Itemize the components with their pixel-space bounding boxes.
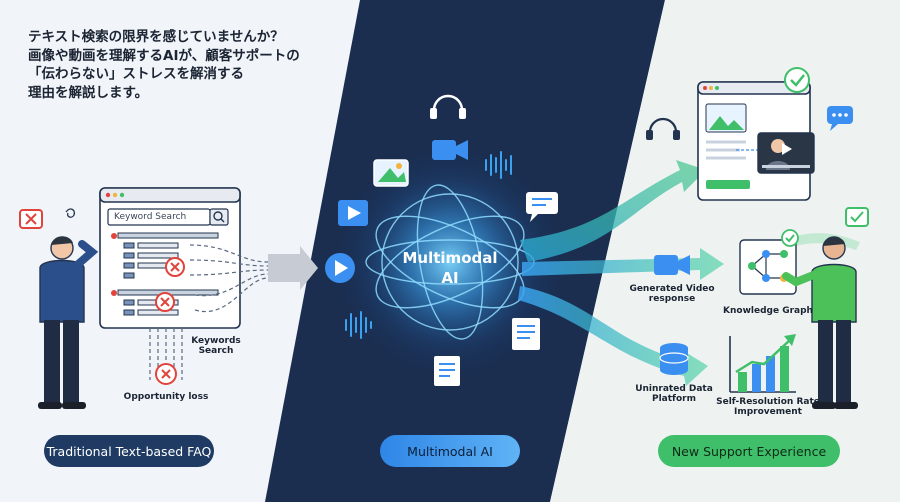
chat-bubble-icon <box>827 106 853 131</box>
image-icon <box>373 159 409 187</box>
ai-glow <box>330 142 570 382</box>
multimodal-ai-core-label: Multimodal AI <box>402 249 498 287</box>
dashed-flow-lines <box>149 244 269 380</box>
chat-icon <box>526 192 558 222</box>
multimodal-ai-pill: Multimodal AI <box>380 435 520 467</box>
document-icon <box>512 318 540 350</box>
headline: テキスト検索の限界を感じていませんか？ 画像や動画を理解するAIが、顧客サポート… <box>28 28 338 102</box>
headline-line: 画像や動画を理解するAIが、顧客サポートの <box>28 47 300 64</box>
new-support-experience-pill: New Support Experience <box>658 435 840 467</box>
flow-arrow-top <box>520 160 706 262</box>
opportunity-loss-label: Opportunity loss <box>123 392 209 402</box>
check-icon <box>781 229 799 247</box>
video-window <box>697 81 815 201</box>
headline-line: 「伝わらない」ストレスを解消する <box>28 66 244 82</box>
opportunity-x-icon <box>155 363 177 385</box>
generated-video-label: Generated Video response <box>629 284 715 304</box>
keywords-search-label: Keywords Search <box>191 336 241 356</box>
audio-wave-icon <box>345 311 372 339</box>
headline-line: テキスト検索の限界を感じていませんか？ <box>28 29 284 45</box>
headline-line: 理由を解説します。 <box>28 84 149 101</box>
knowledge-graph-label: Knowledge Graph <box>723 306 813 316</box>
data-platform-label: Uninrated Data Platform <box>635 384 713 404</box>
knowledge-graph <box>739 239 797 295</box>
headset-icon <box>430 94 466 119</box>
confused-person <box>19 208 99 409</box>
error-x-icon <box>155 292 175 312</box>
grey-arrow <box>268 246 318 290</box>
traditional-faq-pill: Traditional Text-based FAQ <box>44 435 214 467</box>
support-person <box>782 207 869 409</box>
flow-arrow-middle <box>522 248 724 280</box>
keyword-search-input: Keyword Search <box>114 212 187 222</box>
right-panel <box>550 0 900 502</box>
check-icon <box>784 67 810 93</box>
growth-chart-icon <box>729 334 796 393</box>
film-icon <box>338 200 368 226</box>
document-icon <box>434 356 460 386</box>
search-window <box>99 187 241 329</box>
database-icon <box>659 343 689 375</box>
video-camera-icon <box>654 255 690 275</box>
headset-icon <box>646 117 680 140</box>
error-x-icon <box>165 257 185 277</box>
video-camera-icon <box>432 140 468 160</box>
audio-wave-icon <box>485 151 512 179</box>
play-icon <box>325 253 355 283</box>
self-resolution-label: Self-Resolution Rate Improvement <box>716 397 820 417</box>
